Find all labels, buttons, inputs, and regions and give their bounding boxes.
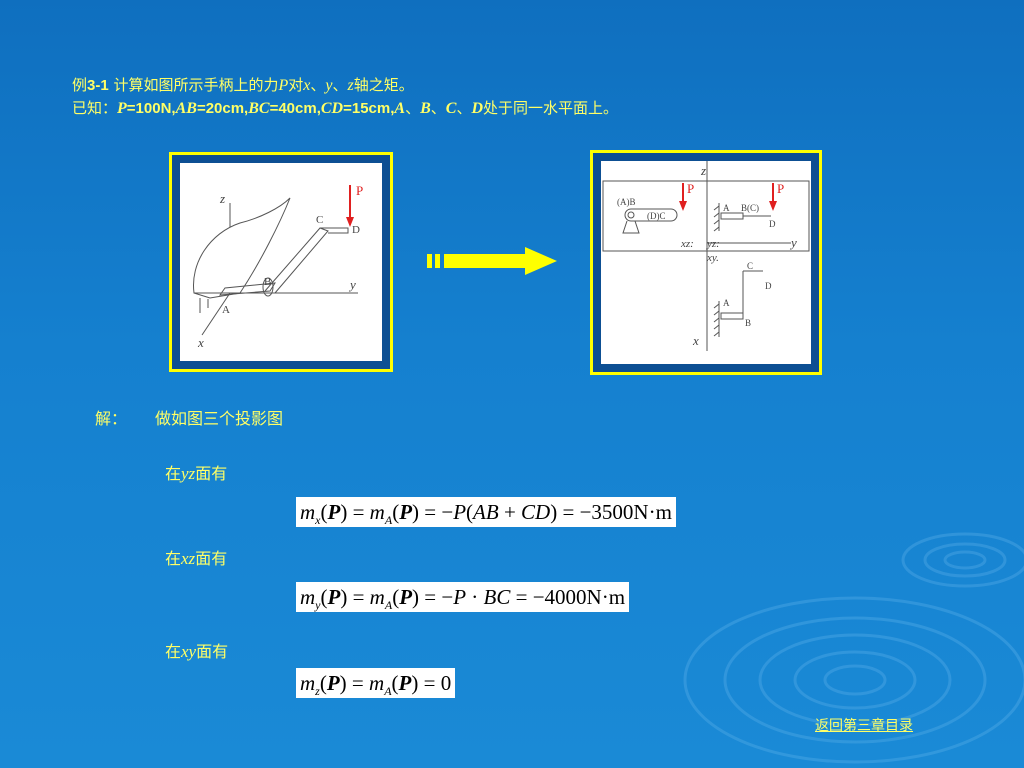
axis-label-x: x xyxy=(197,335,204,350)
plane-label-xy: xy. xyxy=(706,252,719,264)
axis-label-y: y xyxy=(789,235,797,250)
plane-label-yz: yz: xyxy=(706,238,720,250)
step-yz-plane: 在yz面有 xyxy=(165,464,228,483)
handle-3d-figure: P z y x A B C D xyxy=(169,152,393,372)
label-a: A xyxy=(723,203,730,213)
force-label-p-xz: P xyxy=(687,181,694,196)
equation-mz: mz(P) = mA(P) = 0 xyxy=(296,668,456,698)
point-label-b: B xyxy=(264,276,271,288)
force-label-p-yz: P xyxy=(777,181,784,196)
axis-label-x: x xyxy=(692,333,699,348)
projection-drawing: P P z y x (A)B (D)C A B(C) D xz: yz: xy.… xyxy=(602,161,810,351)
problem-line-2: 已知：P=100N,AB=20cm,BC=40cm,CD=15cm,A、B、C、… xyxy=(72,99,619,117)
label-c-xy: C xyxy=(747,261,753,271)
transform-arrow xyxy=(427,247,557,275)
axis-label-z: z xyxy=(700,163,706,178)
label-d: D xyxy=(769,219,776,229)
solution-label: 解： xyxy=(95,409,128,428)
handle-3d-drawing: P z y x A B C D xyxy=(193,183,363,350)
back-to-chapter-link[interactable]: 返回第三章目录 xyxy=(815,718,913,734)
label-d-c: (D)C xyxy=(647,211,666,221)
label-a-xy: A xyxy=(723,298,730,308)
solution-intro: 做如图三个投影图 xyxy=(155,409,284,428)
step-xz-plane: 在xz面有 xyxy=(165,549,228,568)
plane-label-xz: xz: xyxy=(680,238,694,250)
label-b-xy: B xyxy=(745,318,751,328)
equation-mx: mx(P) = mA(P) = −P(AB + CD) = −3500N·m xyxy=(296,497,676,527)
point-label-c: C xyxy=(316,214,323,226)
equation-my: my(P) = mA(P) = −P · BC = −4000N·m xyxy=(296,582,630,612)
axis-label-z: z xyxy=(219,191,225,206)
projection-figure: P P z y x (A)B (D)C A B(C) D xz: yz: xy.… xyxy=(590,150,822,375)
point-label-d: D xyxy=(352,224,360,236)
force-label-p: P xyxy=(356,183,363,198)
label-d-xy: D xyxy=(765,281,772,291)
label-a-b: (A)B xyxy=(617,197,636,207)
point-label-a: A xyxy=(222,304,230,316)
step-xy-plane: 在xy面有 xyxy=(165,642,229,661)
problem-statement: 例3-1 计算如图所示手柄上的力P对x、y、z轴之矩。 已知：P=100N,AB… xyxy=(72,74,618,120)
problem-line-1: 例3-1 计算如图所示手柄上的力P对x、y、z轴之矩。 xyxy=(72,76,414,94)
axis-label-y: y xyxy=(348,277,356,292)
label-b-c: B(C) xyxy=(741,203,759,213)
